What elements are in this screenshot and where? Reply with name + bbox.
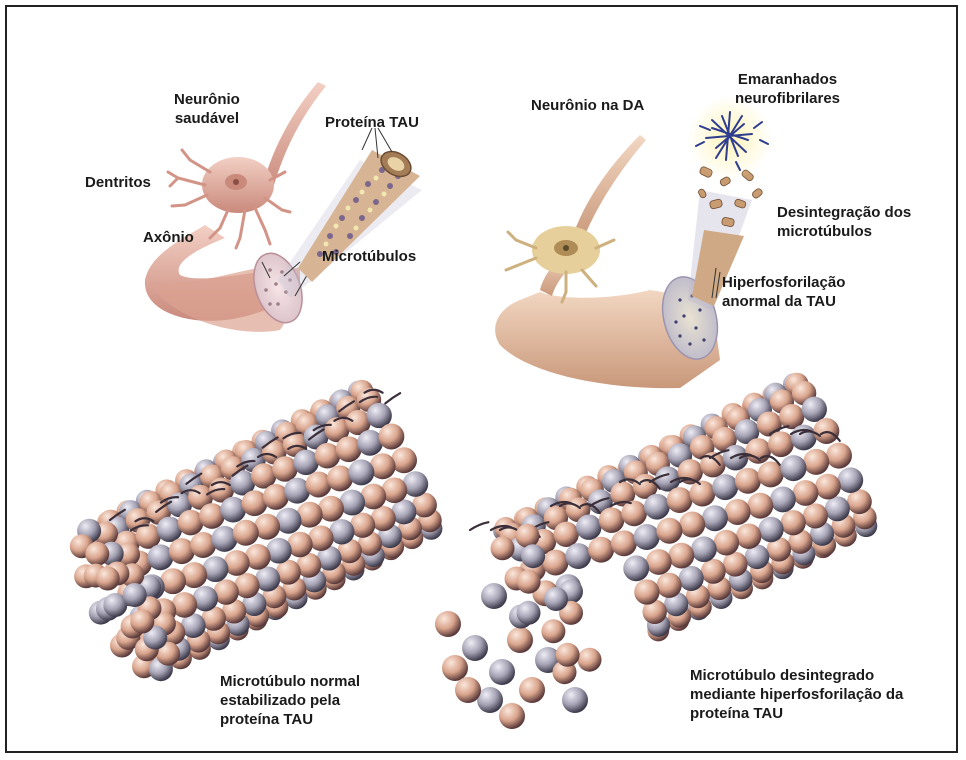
tangles-label-line1: Emaranhados	[735, 70, 840, 89]
normal-microtubule-caption-line1: Microtúbulo normal	[220, 672, 360, 691]
disintegration-label: Desintegração dos microtúbulos	[777, 203, 911, 241]
ad-neuron-illustration	[495, 96, 772, 388]
microtubules-label: Microtúbulos	[322, 247, 416, 266]
hyperphosphorylation-label-line1: Hiperfosforilação	[722, 273, 845, 292]
disintegrated-microtubule-caption: Microtúbulo desintegrado mediante hiperf…	[690, 666, 903, 723]
normal-microtubule-illustration	[70, 380, 443, 681]
healthy-neuron-label: Neurônio saudável	[174, 90, 240, 128]
dendrites-label: Dentritos	[85, 173, 151, 192]
hyperphosphorylation-label: Hiperfosforilação anormal da TAU	[722, 273, 845, 311]
disintegrated-microtubule-caption-line1: Microtúbulo desintegrado	[690, 666, 903, 685]
normal-microtubule-caption-line3: proteína TAU	[220, 710, 360, 729]
tangles-label-line2: neurofibrilares	[735, 89, 840, 108]
disintegrated-microtubule-caption-line3: proteína TAU	[690, 704, 903, 723]
axon-label: Axônio	[143, 228, 194, 247]
normal-microtubule-caption-line2: estabilizado pela	[220, 691, 360, 710]
disintegration-label-line2: microtúbulos	[777, 222, 911, 241]
ad-neuron-label: Neurônio na DA	[531, 96, 644, 115]
tangles-label: Emaranhados neurofibrilares	[735, 70, 840, 108]
tau-protein-label: Proteína TAU	[325, 113, 419, 132]
disintegration-label-line1: Desintegração dos	[777, 203, 911, 222]
healthy-neuron-label-line2: saudável	[174, 109, 240, 128]
normal-microtubule-caption: Microtúbulo normal estabilizado pela pro…	[220, 672, 360, 729]
disintegrated-microtubule-caption-line2: mediante hiperfosforilação da	[690, 685, 903, 704]
healthy-neuron-label-line1: Neurônio	[174, 90, 240, 109]
hyperphosphorylation-label-line2: anormal da TAU	[722, 292, 845, 311]
